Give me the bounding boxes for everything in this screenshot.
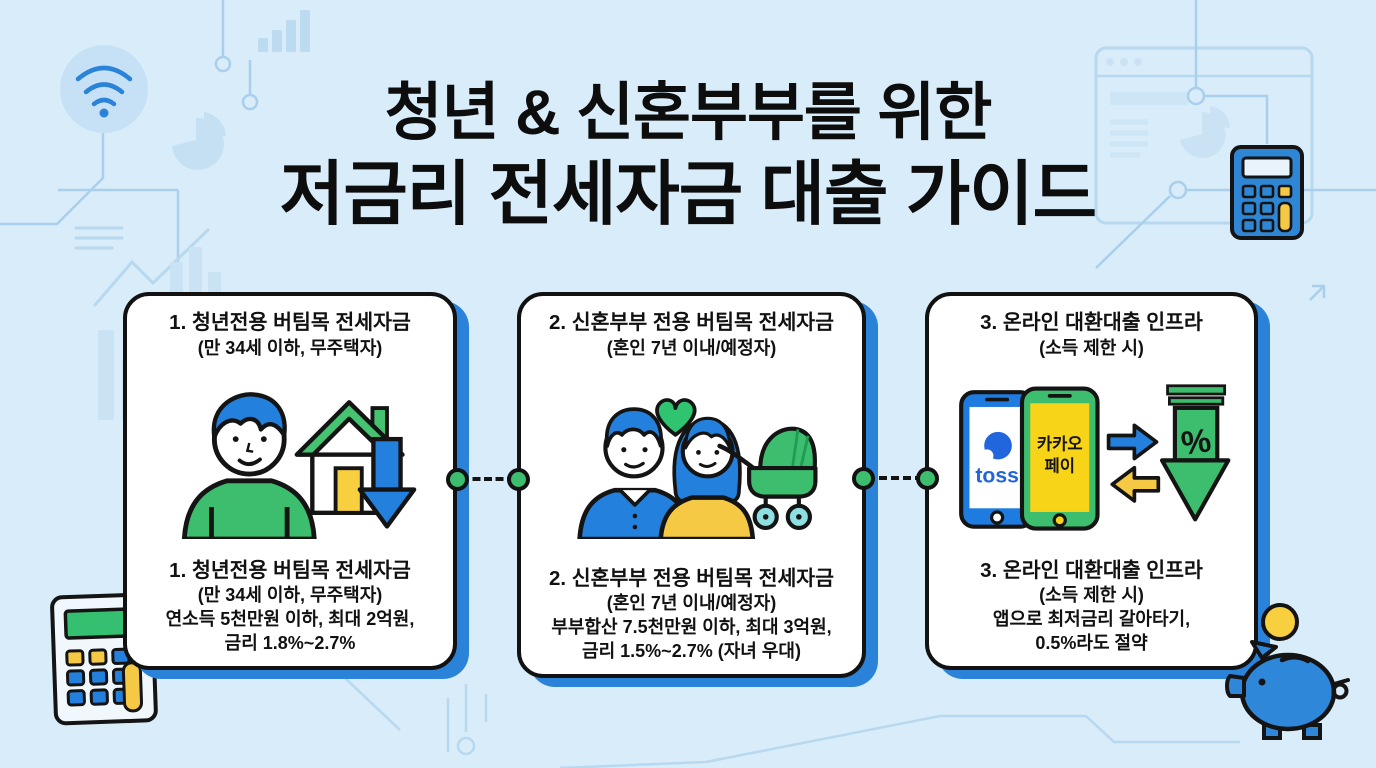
card3-detail-2: 0.5%라도 절약 [1035,633,1148,654]
kakaopay-phone-icon: 카카오 페이 [1019,386,1100,531]
heart-icon [654,398,696,437]
title-line-2: 저금리 전세자금 대출 가이드 [279,155,1097,234]
calculator-icon [1230,145,1304,240]
connector-node [852,467,875,490]
card1-footer-sub: (만 34세 이하, 무주택자) [197,585,383,606]
newlywed-couple-illustration [556,365,828,562]
left-arrow-icon [1109,465,1160,503]
toss-label: toss [975,465,1019,488]
card1-detail-2: 금리 1.8%~2.7% [224,633,356,654]
card-refinance-infra: 3. 온라인 대환대출 인프라 (소득 제한 시) toss [925,292,1258,670]
connector-node [507,468,530,491]
baby-stroller-icon [716,426,818,531]
pie-chart-icon [172,112,226,170]
card1-header-title: 1. 청년전용 버팀목 전세자금 [169,311,411,334]
right-arrow-icon [1106,423,1158,461]
kakaopay-label-line2: 페이 [1044,456,1075,475]
card2-detail-1: 부부합산 7.5천만원 이하, 최대 3억원, [551,617,832,638]
card2-header-title: 2. 신혼부부 전용 버팀목 전세자금 [548,311,835,334]
coin-icon [1261,603,1299,641]
percent-down-arrow-icon: % [1159,384,1230,522]
card1-footer-title: 1. 청년전용 버팀목 전세자금 [169,558,411,582]
connector-node [446,468,469,491]
card1-detail-1: 연소득 5천만원 이하, 최대 2억원, [165,609,415,630]
browser-window-wireframe [1094,46,1314,225]
piggy-bank-illustration [1222,596,1357,751]
connector-dashed-line-2 [867,476,923,480]
title-line-1: 청년 & 신혼부부를 위한 [384,78,993,149]
card-newlywed-loan: 2. 신혼부부 전용 버팀목 전세자금 (혼인 7년 이내/예정자) [517,292,866,678]
piggy-bank-icon [1225,640,1350,740]
wifi-icon [60,45,148,133]
card1-header-sub: (만 34세 이하, 무주택자) [197,337,383,358]
young-person-house-illustration [163,365,418,554]
down-arrow-icon [357,437,416,529]
card3-detail-1: 앱으로 최저금리 갈아타기, [992,609,1191,630]
card2-detail-2: 금리 1.5%~2.7% (자녀 우대) [582,641,801,662]
card2-footer-sub: (혼인 7년 이내/예정자) [606,593,777,614]
card-youth-loan: 1. 청년전용 버팀목 전세자금 (만 34세 이하, 무주택자) [123,292,457,670]
toss-phone-icon: toss [958,390,1035,529]
percent-symbol: % [1179,422,1213,463]
page-title: 청년 & 신혼부부를 위한 저금리 전세자금 대출 가이드 [0,73,1376,234]
person-icon [181,392,317,540]
card3-header-sub: (소득 제한 시) [1039,337,1144,358]
card3-header-title: 3. 온라인 대환대출 인프라 [980,311,1203,334]
loan-apps-illustration: toss 카카오 페이 [947,365,1237,554]
card2-footer-title: 2. 신혼부부 전용 버팀목 전세자금 [548,566,835,590]
connector-node [916,467,939,490]
card3-footer-title: 3. 온라인 대환대출 인프라 [980,558,1203,582]
card2-header-sub: (혼인 7년 이내/예정자) [606,337,777,358]
bar-chart-icon [258,10,310,52]
kakaopay-label-line1: 카카오 [1036,434,1082,453]
connector-dashed-line-1 [461,477,515,481]
card3-footer-sub: (소득 제한 시) [1039,585,1144,606]
wife-icon [657,416,755,540]
